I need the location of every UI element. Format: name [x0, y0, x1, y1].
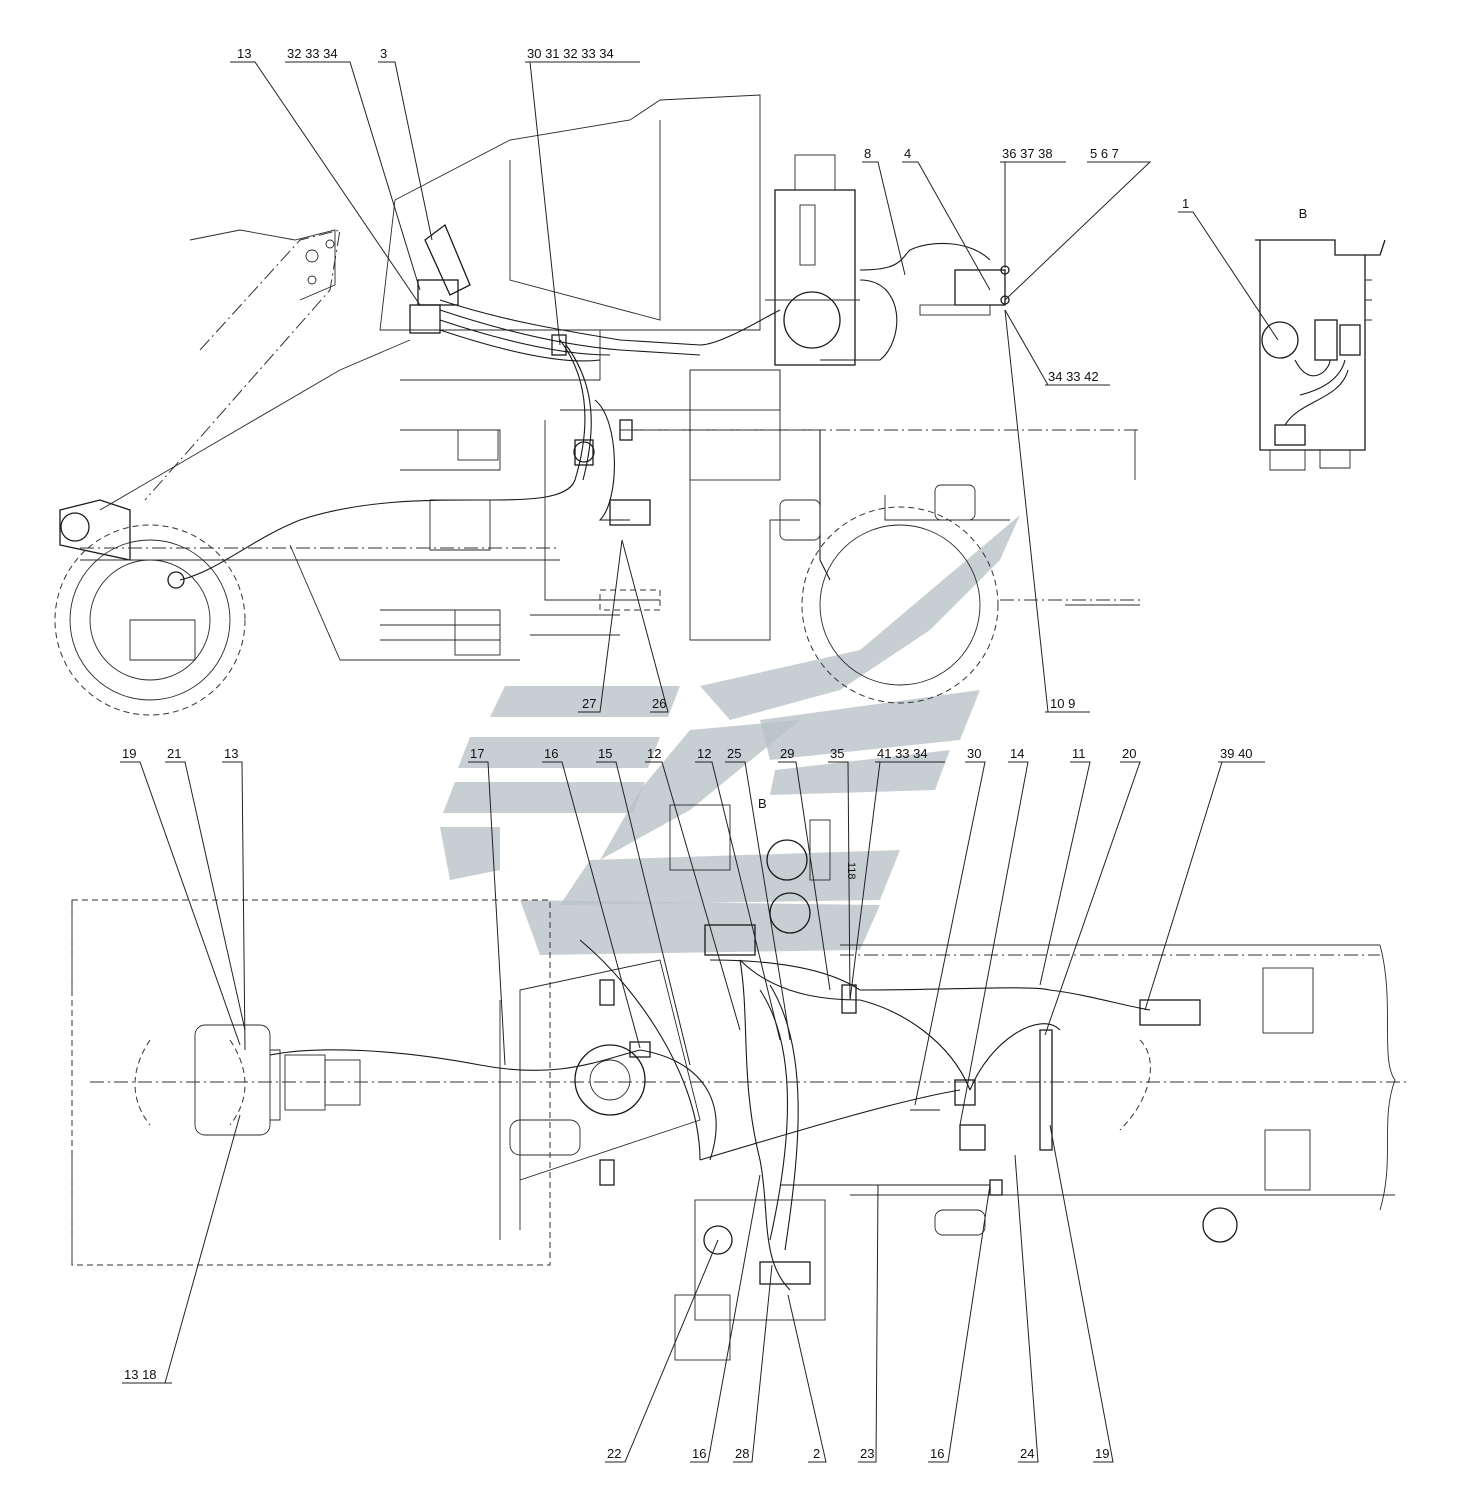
callout-22: 22 [607, 1446, 621, 1461]
callout-12: 12 [647, 746, 661, 761]
callout-36-38: 36 37 38 [1002, 146, 1053, 161]
callouts-plan-bottom: 13 18 22 16 28 2 23 16 24 19 [124, 1367, 1109, 1461]
callout-5-7: 5 6 7 [1090, 146, 1119, 161]
callout-41-33-34: 41 33 34 [877, 746, 928, 761]
side-view [54, 94, 1140, 716]
callout-23: 23 [860, 1446, 874, 1461]
callout-30-34: 30 31 32 33 34 [527, 46, 614, 61]
callout-11: 11 [1072, 746, 1086, 761]
callout-20: 20 [1122, 746, 1136, 761]
callout-32-33-34: 32 33 34 [287, 46, 338, 61]
callout-13: 13 [224, 746, 238, 761]
callout-12: 12 [697, 746, 711, 761]
callout-leaders [120, 61, 1279, 1463]
callout-17: 17 [470, 746, 484, 761]
detail-b-view: B [1255, 206, 1386, 471]
callout-27: 27 [582, 696, 596, 711]
callout-19: 19 [1095, 1446, 1109, 1461]
plan-b-label: B [758, 796, 767, 811]
callout-15: 15 [598, 746, 612, 761]
callout-13-18: 13 18 [124, 1367, 157, 1382]
callout-13: 13 [237, 46, 251, 61]
callout-8: 8 [864, 146, 871, 161]
watermark-logo [440, 515, 1020, 955]
callout-30: 30 [967, 746, 981, 761]
callout-3: 3 [380, 46, 387, 61]
callouts-plan-top: 19 21 13 17 16 15 12 12 25 29 35 41 33 3… [122, 746, 1253, 761]
plan-view: 118 B [71, 796, 1410, 1361]
callout-29: 29 [780, 746, 794, 761]
callout-16: 16 [692, 1446, 706, 1461]
dimension-118: 118 [845, 862, 857, 880]
callout-2: 2 [813, 1446, 820, 1461]
callout-25: 25 [727, 746, 741, 761]
callout-26: 26 [652, 696, 666, 711]
callout-16: 16 [544, 746, 558, 761]
callout-39-40: 39 40 [1220, 746, 1253, 761]
detail-b-label: B [1299, 206, 1308, 221]
callout-19: 19 [122, 746, 136, 761]
callout-4: 4 [904, 146, 911, 161]
callouts-side-view: 13 32 33 34 3 30 31 32 33 34 8 4 36 37 3… [237, 46, 1189, 711]
callout-34-33-42: 34 33 42 [1048, 369, 1099, 384]
callout-1: 1 [1182, 196, 1189, 211]
callout-16: 16 [930, 1446, 944, 1461]
callout-28: 28 [735, 1446, 749, 1461]
callout-35: 35 [830, 746, 844, 761]
callout-14: 14 [1010, 746, 1024, 761]
callout-24: 24 [1020, 1446, 1034, 1461]
callout-10-9: 10 9 [1050, 696, 1075, 711]
callout-21: 21 [167, 746, 181, 761]
